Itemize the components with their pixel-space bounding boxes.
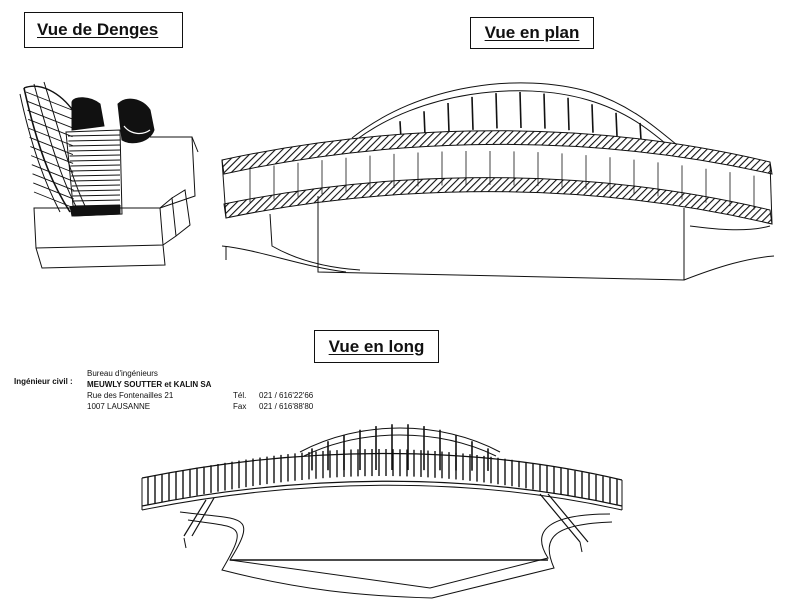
denges-deck-plank (70, 169, 121, 172)
plan-hanger (495, 93, 498, 129)
denges-fan-line (30, 146, 74, 164)
engineer-fax-label: Fax (233, 402, 247, 411)
denges-deck-plank (70, 164, 121, 167)
denges-deck-plank (67, 134, 121, 137)
title-vue-de-denges: Vue de Denges (24, 12, 183, 48)
denges-deck-plank (69, 149, 121, 152)
engineer-company-block: Bureau d'ingénieurs MEUWLY SOUTTER et KA… (87, 368, 211, 412)
denges-fan-line (32, 173, 74, 191)
plan-hanger (471, 96, 474, 130)
plan-hanger (543, 93, 546, 129)
denges-deck-plank (72, 194, 121, 197)
plan-hanger (447, 102, 450, 133)
long-view-drawing (141, 424, 623, 599)
denges-deck-plank (71, 174, 121, 177)
denges-view-drawing (19, 81, 199, 269)
denges-deck-plank (69, 154, 121, 157)
engineer-tel-label: Tél. (233, 391, 247, 400)
denges-fan-line (25, 91, 73, 111)
title-vue-en-plan: Vue en plan (470, 17, 594, 49)
denges-deck-plank (73, 199, 121, 202)
denges-deck-plank (68, 144, 121, 147)
denges-fan-line (27, 109, 73, 129)
denges-fan-line (33, 191, 75, 209)
denges-deck-plank (71, 179, 121, 182)
engineer-fax-row: Fax 021 / 616'88'80 (233, 401, 313, 412)
denges-fan-line (28, 118, 73, 138)
engineer-tel-row: Tél. 021 / 616'22'66 (233, 390, 313, 401)
denges-fan-line (26, 100, 73, 120)
title-vue-de-denges-text: Vue de Denges (37, 20, 159, 39)
engineer-office: Bureau d'ingénieurs (87, 369, 158, 378)
denges-deck-plank (71, 184, 121, 187)
title-vue-en-long: Vue en long (314, 330, 439, 363)
engineer-city: 1007 LAUSANNE (87, 402, 151, 411)
denges-fan-line (31, 164, 74, 182)
denges-fan-line (30, 155, 74, 173)
denges-deck-plank (72, 189, 121, 192)
plan-view-drawing (221, 82, 775, 281)
plan-hanger (639, 122, 642, 140)
plan-hanger (615, 112, 618, 137)
engineer-street: Rue des Fontenailles 21 (87, 391, 174, 400)
denges-fan-line (28, 127, 73, 147)
engineer-tel: 021 / 616'22'66 (259, 391, 314, 400)
plan-hanger (567, 97, 570, 131)
denges-fan-line (29, 137, 74, 155)
denges-fan-line (33, 182, 74, 200)
engineer-contact-block: Tél. 021 / 616'22'66 Fax 021 / 616'88'80 (233, 390, 313, 412)
engineer-fax: 021 / 616'88'80 (259, 402, 314, 411)
denges-deck-plank (69, 159, 121, 162)
plan-hanger (519, 91, 522, 129)
engineer-company: MEUWLY SOUTTER et KALIN SA (87, 380, 212, 389)
plan-hanger (591, 104, 594, 133)
denges-deck-plank (68, 139, 121, 142)
plan-hanger (423, 111, 426, 136)
engineer-role-label: Ingénieur civil : (14, 377, 73, 386)
title-vue-en-long-text: Vue en long (328, 336, 425, 356)
title-vue-en-plan-text: Vue en plan (484, 23, 580, 42)
